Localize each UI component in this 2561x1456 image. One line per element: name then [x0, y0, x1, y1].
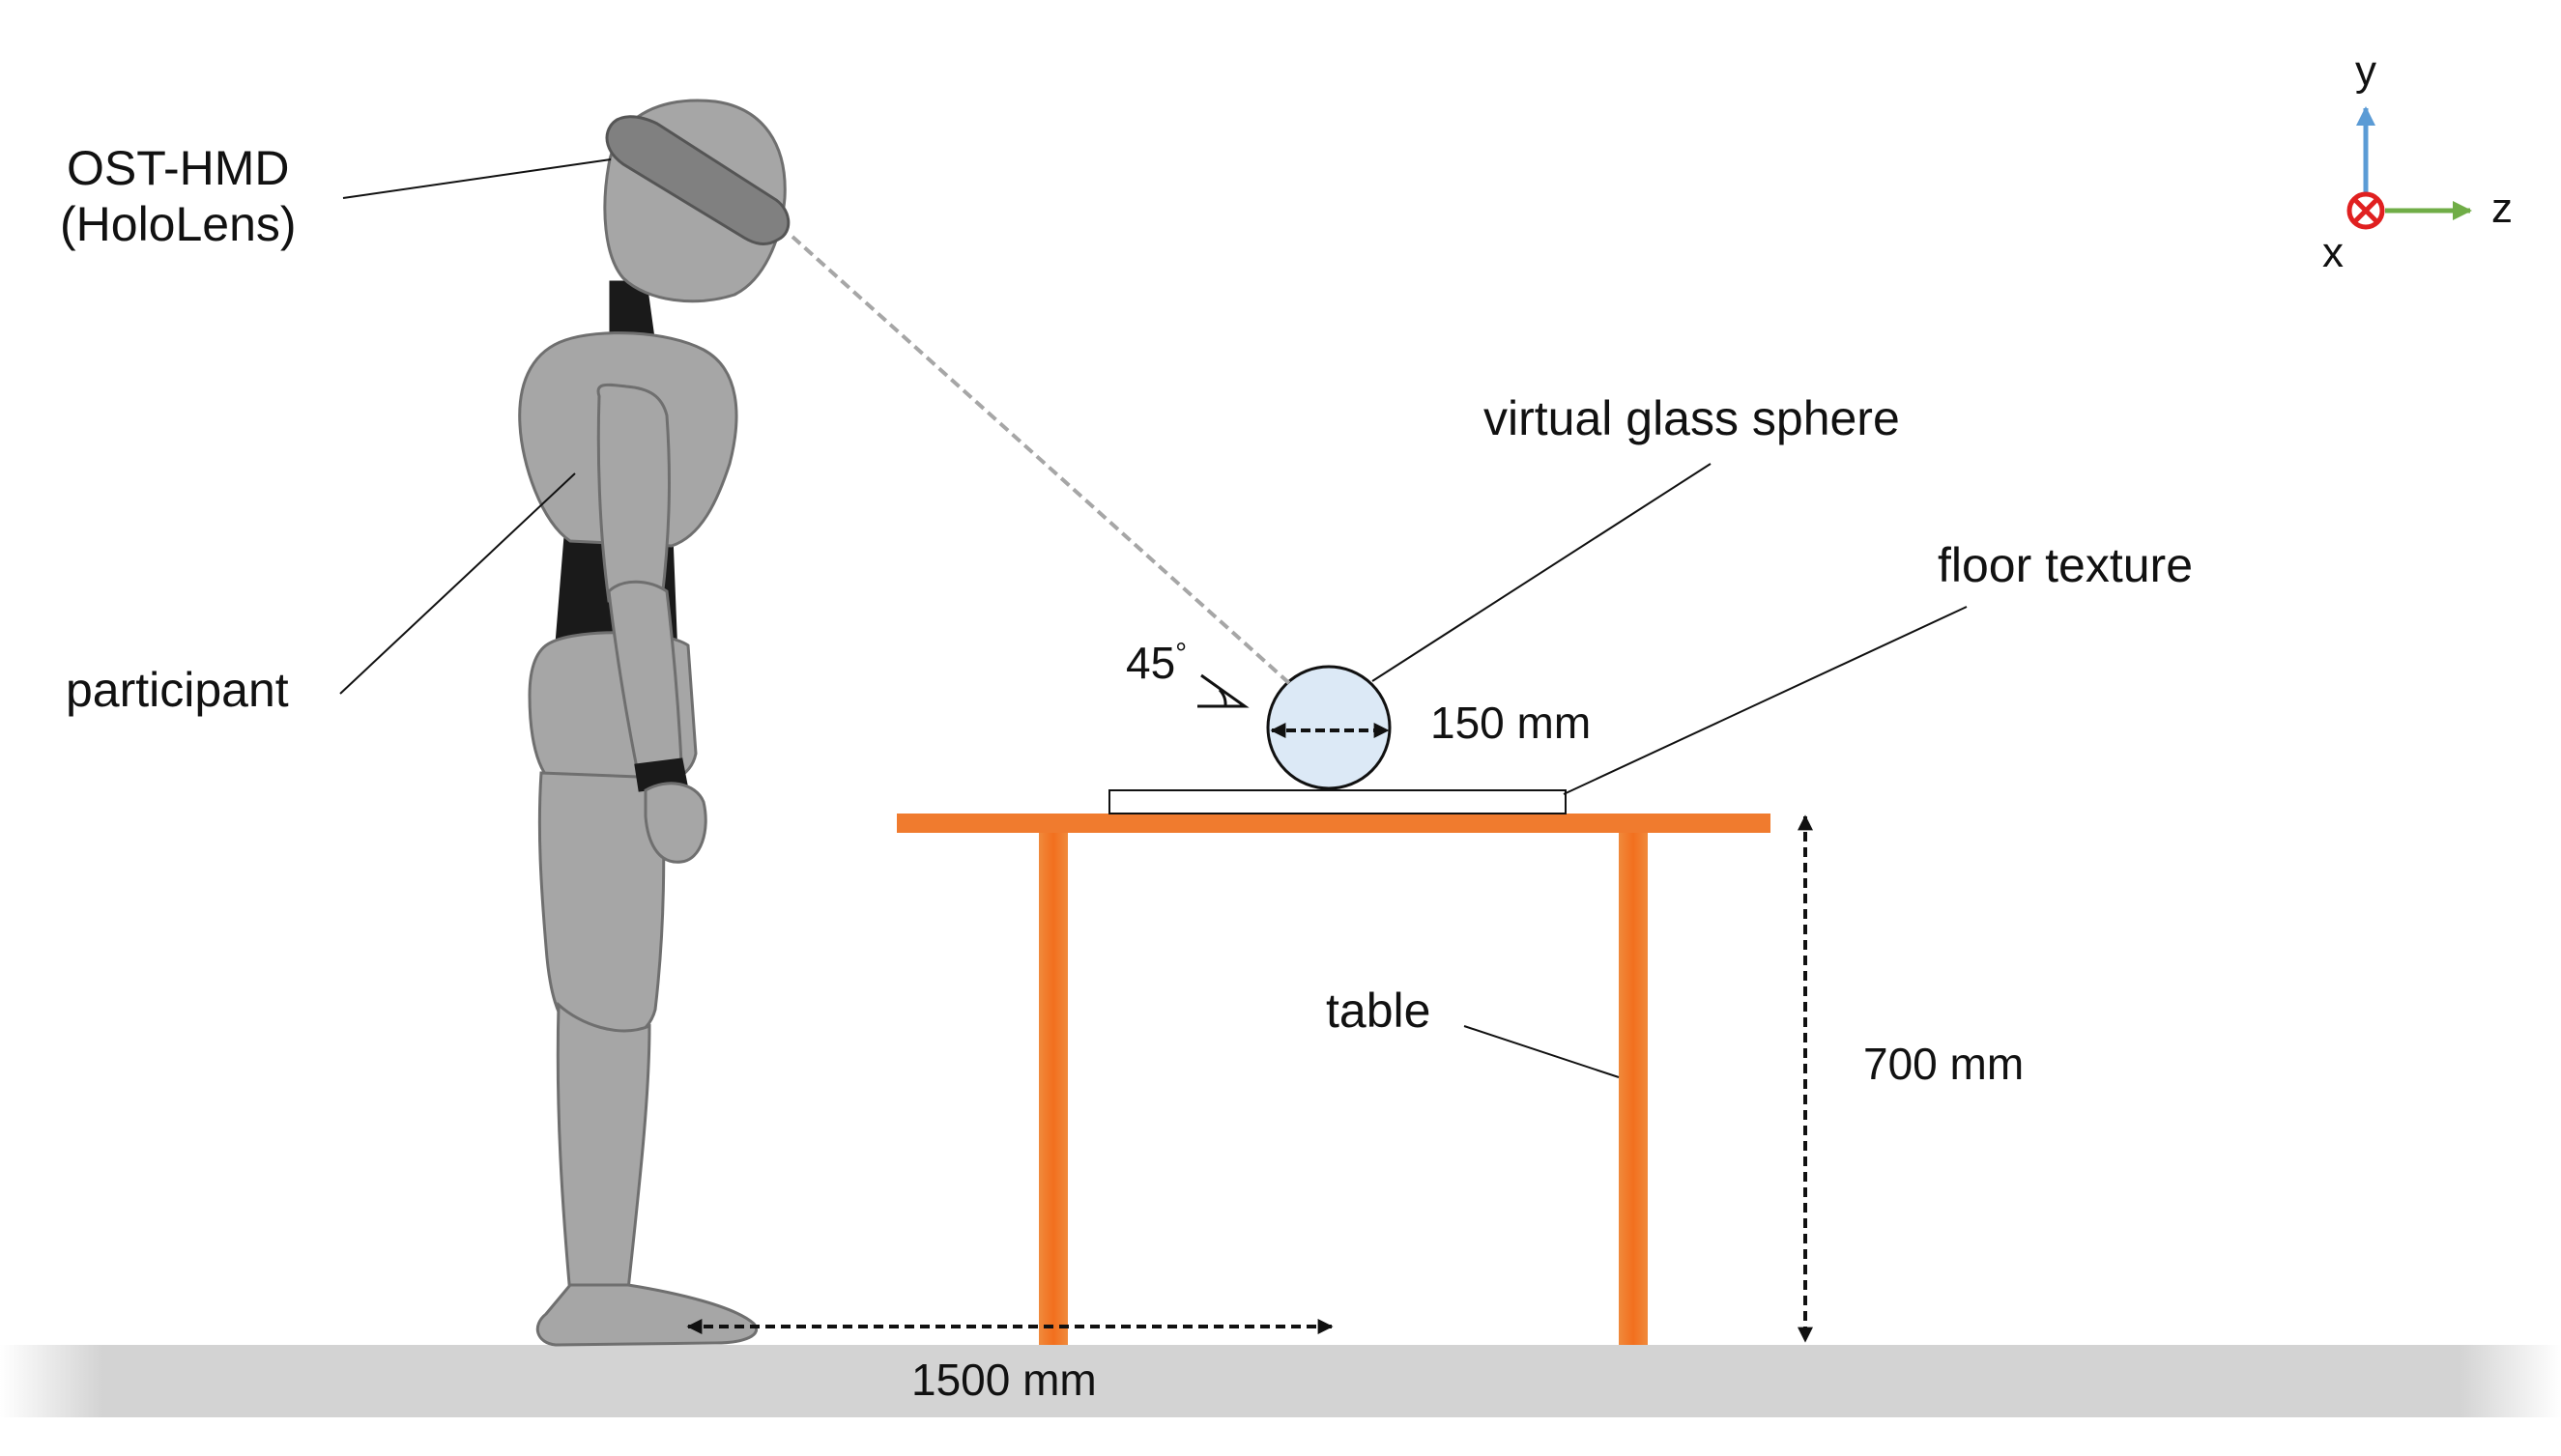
- axis-x-label: x: [2322, 229, 2344, 276]
- label-angle-value: 45: [1126, 638, 1176, 688]
- axis-x-cross-b: [2353, 198, 2378, 223]
- leader-lines: [339, 158, 1968, 1078]
- participant-foot: [535, 1283, 758, 1347]
- coordinate-axes: [2346, 106, 2472, 230]
- label-angle: 45°: [1126, 638, 1187, 689]
- table-leg-left: [1039, 831, 1068, 1345]
- ground: [0, 1345, 2561, 1417]
- axis-y-label: y: [2355, 47, 2376, 95]
- table-leg-right: [1619, 831, 1648, 1345]
- angle-icon: [1197, 673, 1250, 708]
- table: [897, 814, 1770, 1345]
- label-hmd-line2: (HoloLens): [60, 196, 297, 251]
- leader-participant: [339, 472, 576, 695]
- label-hmd-line1: OST-HMD: [67, 141, 290, 195]
- leader-table: [1463, 1025, 1620, 1078]
- floor-texture: [1108, 789, 1567, 814]
- participant-figure: [518, 99, 791, 1347]
- label-distance: 1500 mm: [911, 1355, 1097, 1405]
- participant-forearm: [607, 580, 683, 775]
- label-floor-texture: floor texture: [1938, 538, 2194, 592]
- label-table: table: [1326, 984, 1431, 1038]
- leader-hmd: [342, 158, 612, 199]
- participant-upper-arm: [596, 383, 671, 603]
- virtual-glass-sphere: [1266, 665, 1392, 790]
- axis-z-label: z: [2491, 185, 2513, 232]
- leader-floor-texture: [1563, 606, 1968, 795]
- label-participant: participant: [66, 663, 289, 717]
- participant-shin: [556, 1001, 651, 1297]
- label-sphere-diameter: 150 mm: [1430, 698, 1592, 748]
- hololens-headset: [605, 115, 791, 245]
- leader-sphere: [1371, 463, 1712, 682]
- label-hmd: OST-HMD (HoloLens): [60, 141, 297, 252]
- label-angle-unit: °: [1175, 638, 1188, 670]
- participant-hand: [644, 782, 707, 864]
- label-sphere: virtual glass sphere: [1483, 391, 1900, 445]
- table-top: [897, 814, 1770, 833]
- line-of-sight: [791, 235, 1292, 686]
- label-table-height: 700 mm: [1863, 1039, 2025, 1089]
